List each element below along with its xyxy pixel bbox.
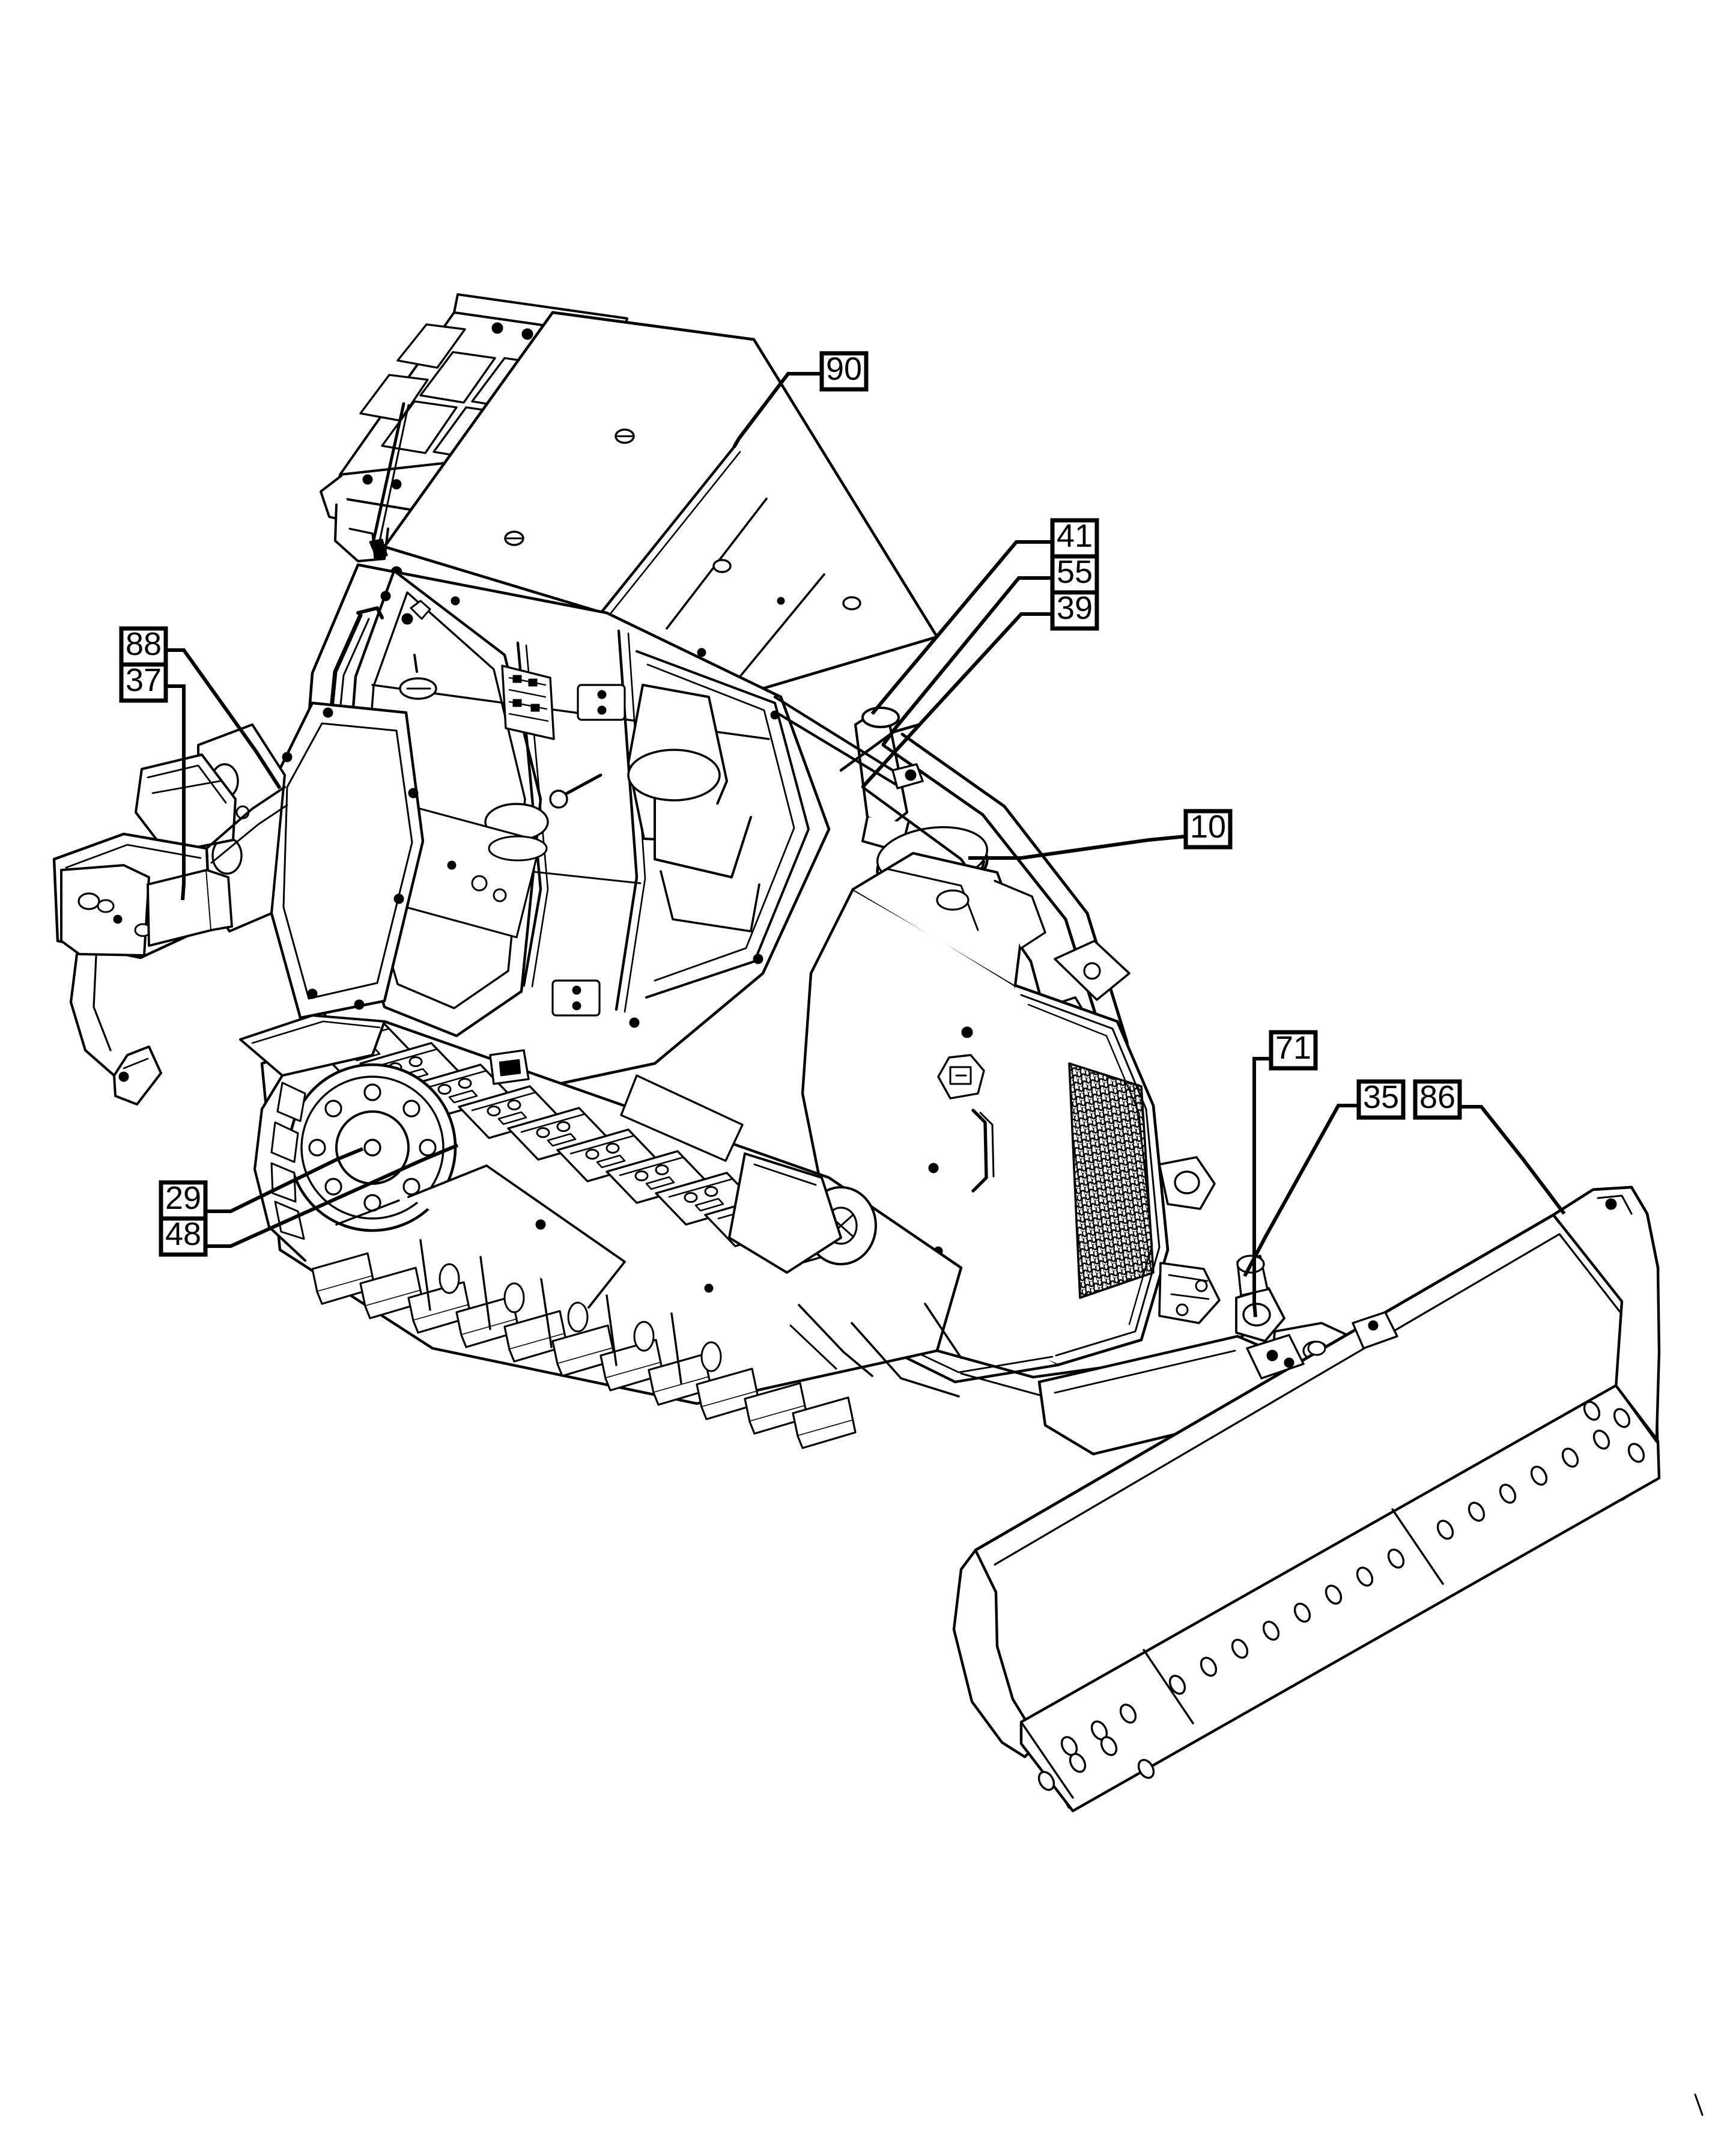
callout-number: 39 xyxy=(1057,590,1093,626)
callout-number: 86 xyxy=(1419,1079,1455,1115)
callout-number: 90 xyxy=(826,351,862,387)
callout-41[interactable]: 41 xyxy=(1050,518,1099,559)
rear-drawbar-assembly xyxy=(52,753,288,1106)
callout-number: 41 xyxy=(1057,518,1093,554)
track-undercarriage xyxy=(239,1014,963,1449)
leader-29 xyxy=(205,1147,364,1213)
fender-and-side-panels xyxy=(197,701,425,1020)
callout-29[interactable]: 29 xyxy=(159,1180,208,1221)
leader-39 xyxy=(861,612,1052,789)
leader-86 xyxy=(1460,1105,1566,1215)
callout-leaders xyxy=(166,372,1566,1318)
leader-35 xyxy=(1243,1104,1359,1277)
callout-90[interactable]: 90 xyxy=(819,351,869,392)
blade-moldboard xyxy=(952,1185,1661,1813)
callout-number: 35 xyxy=(1363,1079,1399,1115)
leader-55 xyxy=(881,576,1052,746)
leader-71 xyxy=(1252,1057,1271,1318)
callout-86[interactable]: 86 xyxy=(1413,1079,1462,1120)
callout-number: 71 xyxy=(1275,1030,1311,1066)
callout-39[interactable]: 39 xyxy=(1050,590,1099,631)
leader-37 xyxy=(166,684,186,901)
callout-55[interactable]: 55 xyxy=(1050,554,1099,595)
machine-drawing xyxy=(52,293,1704,2116)
callout-number: 10 xyxy=(1190,809,1226,845)
leader-88 xyxy=(166,648,282,790)
callout-number: 88 xyxy=(126,626,162,662)
callout-71[interactable]: 71 xyxy=(1269,1030,1318,1071)
callout-88[interactable]: 88 xyxy=(119,626,168,667)
callout-number: 48 xyxy=(165,1216,201,1252)
leader-41 xyxy=(870,540,1052,715)
leader-48 xyxy=(205,1143,459,1248)
leader-90 xyxy=(732,372,822,448)
callout-boxes: 90 41 55 39 10 88 37 29 xyxy=(119,351,1462,1257)
callout-37[interactable]: 37 xyxy=(119,662,168,703)
callout-48[interactable]: 48 xyxy=(159,1216,208,1257)
callout-number: 29 xyxy=(165,1180,201,1216)
callout-number: 55 xyxy=(1057,554,1093,590)
blade-push-frame xyxy=(789,1255,1356,1456)
callout-10[interactable]: 10 xyxy=(1183,809,1233,850)
callout-number: 37 xyxy=(126,662,162,698)
callout-35[interactable]: 35 xyxy=(1356,1079,1406,1120)
leader-10 xyxy=(968,835,1186,860)
